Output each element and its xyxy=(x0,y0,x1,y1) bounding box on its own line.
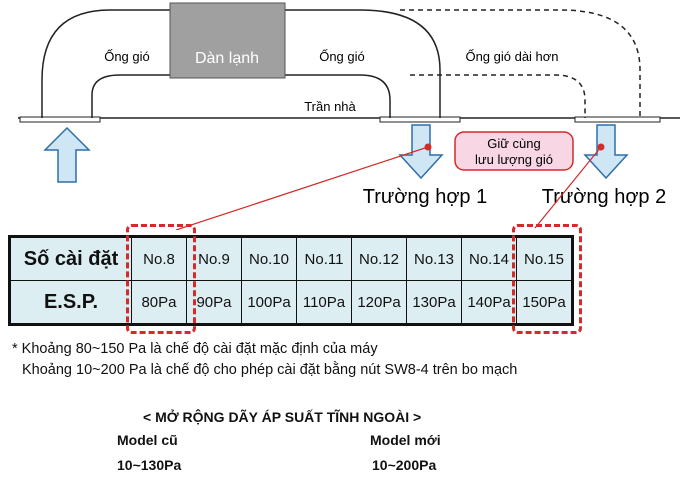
intake-arrow-icon xyxy=(43,126,91,183)
right-vent xyxy=(379,116,461,123)
new-model-label: Model mới xyxy=(370,432,441,448)
duct-longer-label: Ống gió dài hơn xyxy=(465,49,558,64)
expansion-title: < MỞ RỘNG DÃY ÁP SUẤT TĨNH NGOÀI > xyxy=(143,409,422,425)
setting-cell: No.12 xyxy=(351,236,407,281)
old-model-label: Model cũ xyxy=(117,432,178,448)
new-model-value: 10~200Pa xyxy=(372,457,437,473)
setting-cell: No.13 xyxy=(406,236,462,281)
longer-duct-outer xyxy=(400,9,641,118)
case2-label: Trường hợp 2 xyxy=(542,186,666,208)
case2-arrow-icon xyxy=(583,124,629,180)
indoor-unit-label: Dàn lạnh xyxy=(195,50,259,67)
far-vent xyxy=(574,116,661,123)
ceiling-label: Trần nhà xyxy=(304,99,356,114)
case1-label: Trường hợp 1 xyxy=(363,186,487,208)
case2-highlight-box xyxy=(512,224,582,334)
pressure-cell: 120Pa xyxy=(351,280,407,325)
left-duct-outer xyxy=(41,9,170,118)
table-row-settings: Số cài đặt No.8 No.9 No.10 No.11 No.12 N… xyxy=(9,236,573,281)
esp-settings-table: Số cài đặt No.8 No.9 No.10 No.11 No.12 N… xyxy=(8,235,574,326)
right-duct-outer xyxy=(285,9,441,118)
setting-cell: No.14 xyxy=(461,236,517,281)
setting-cell: No.11 xyxy=(296,236,352,281)
note-default-range: * Khoảng 80~150 Pa là chế độ cài đặt mặc… xyxy=(12,341,378,357)
duct-right-label: Ống gió xyxy=(319,49,365,64)
note-extended-range: Khoảng 10~200 Pa là chế độ cho phép cài … xyxy=(22,362,518,378)
pressure-cell: 100Pa xyxy=(241,280,297,325)
callout-line1: Giữ cùng xyxy=(487,136,541,151)
pressure-cell: 80Pa xyxy=(131,280,187,325)
pressure-cell: 140Pa xyxy=(461,280,517,325)
table-row-esp: E.S.P. 80Pa 90Pa 100Pa 110Pa 120Pa 130Pa… xyxy=(9,280,573,325)
pressure-cell: 130Pa xyxy=(406,280,462,325)
case1-highlight-box xyxy=(126,224,196,334)
row-header-esp: E.S.P. xyxy=(9,280,132,325)
right-duct-inner xyxy=(285,74,391,118)
row-header-settings: Số cài đặt xyxy=(9,236,132,281)
duct-left-label: Ống gió xyxy=(104,49,150,64)
case2-pointer-line xyxy=(534,146,602,229)
pressure-cell: 150Pa xyxy=(516,280,573,325)
duct-illustration: Dàn lạnh Ống gió Ống gió Ống gió dài hơn… xyxy=(18,2,680,230)
pressure-cell: 110Pa xyxy=(296,280,352,325)
case1-arrow-icon xyxy=(398,124,444,180)
case1-pointer-line xyxy=(175,146,429,230)
left-duct-inner xyxy=(91,74,170,118)
airflow-callout xyxy=(454,131,574,171)
old-model-value: 10~130Pa xyxy=(117,457,182,473)
longer-duct-inner xyxy=(410,74,586,118)
left-vent xyxy=(19,116,101,123)
setting-cell: No.10 xyxy=(241,236,297,281)
indoor-unit xyxy=(169,2,286,79)
callout-line2: lưu lượng gió xyxy=(475,152,553,167)
